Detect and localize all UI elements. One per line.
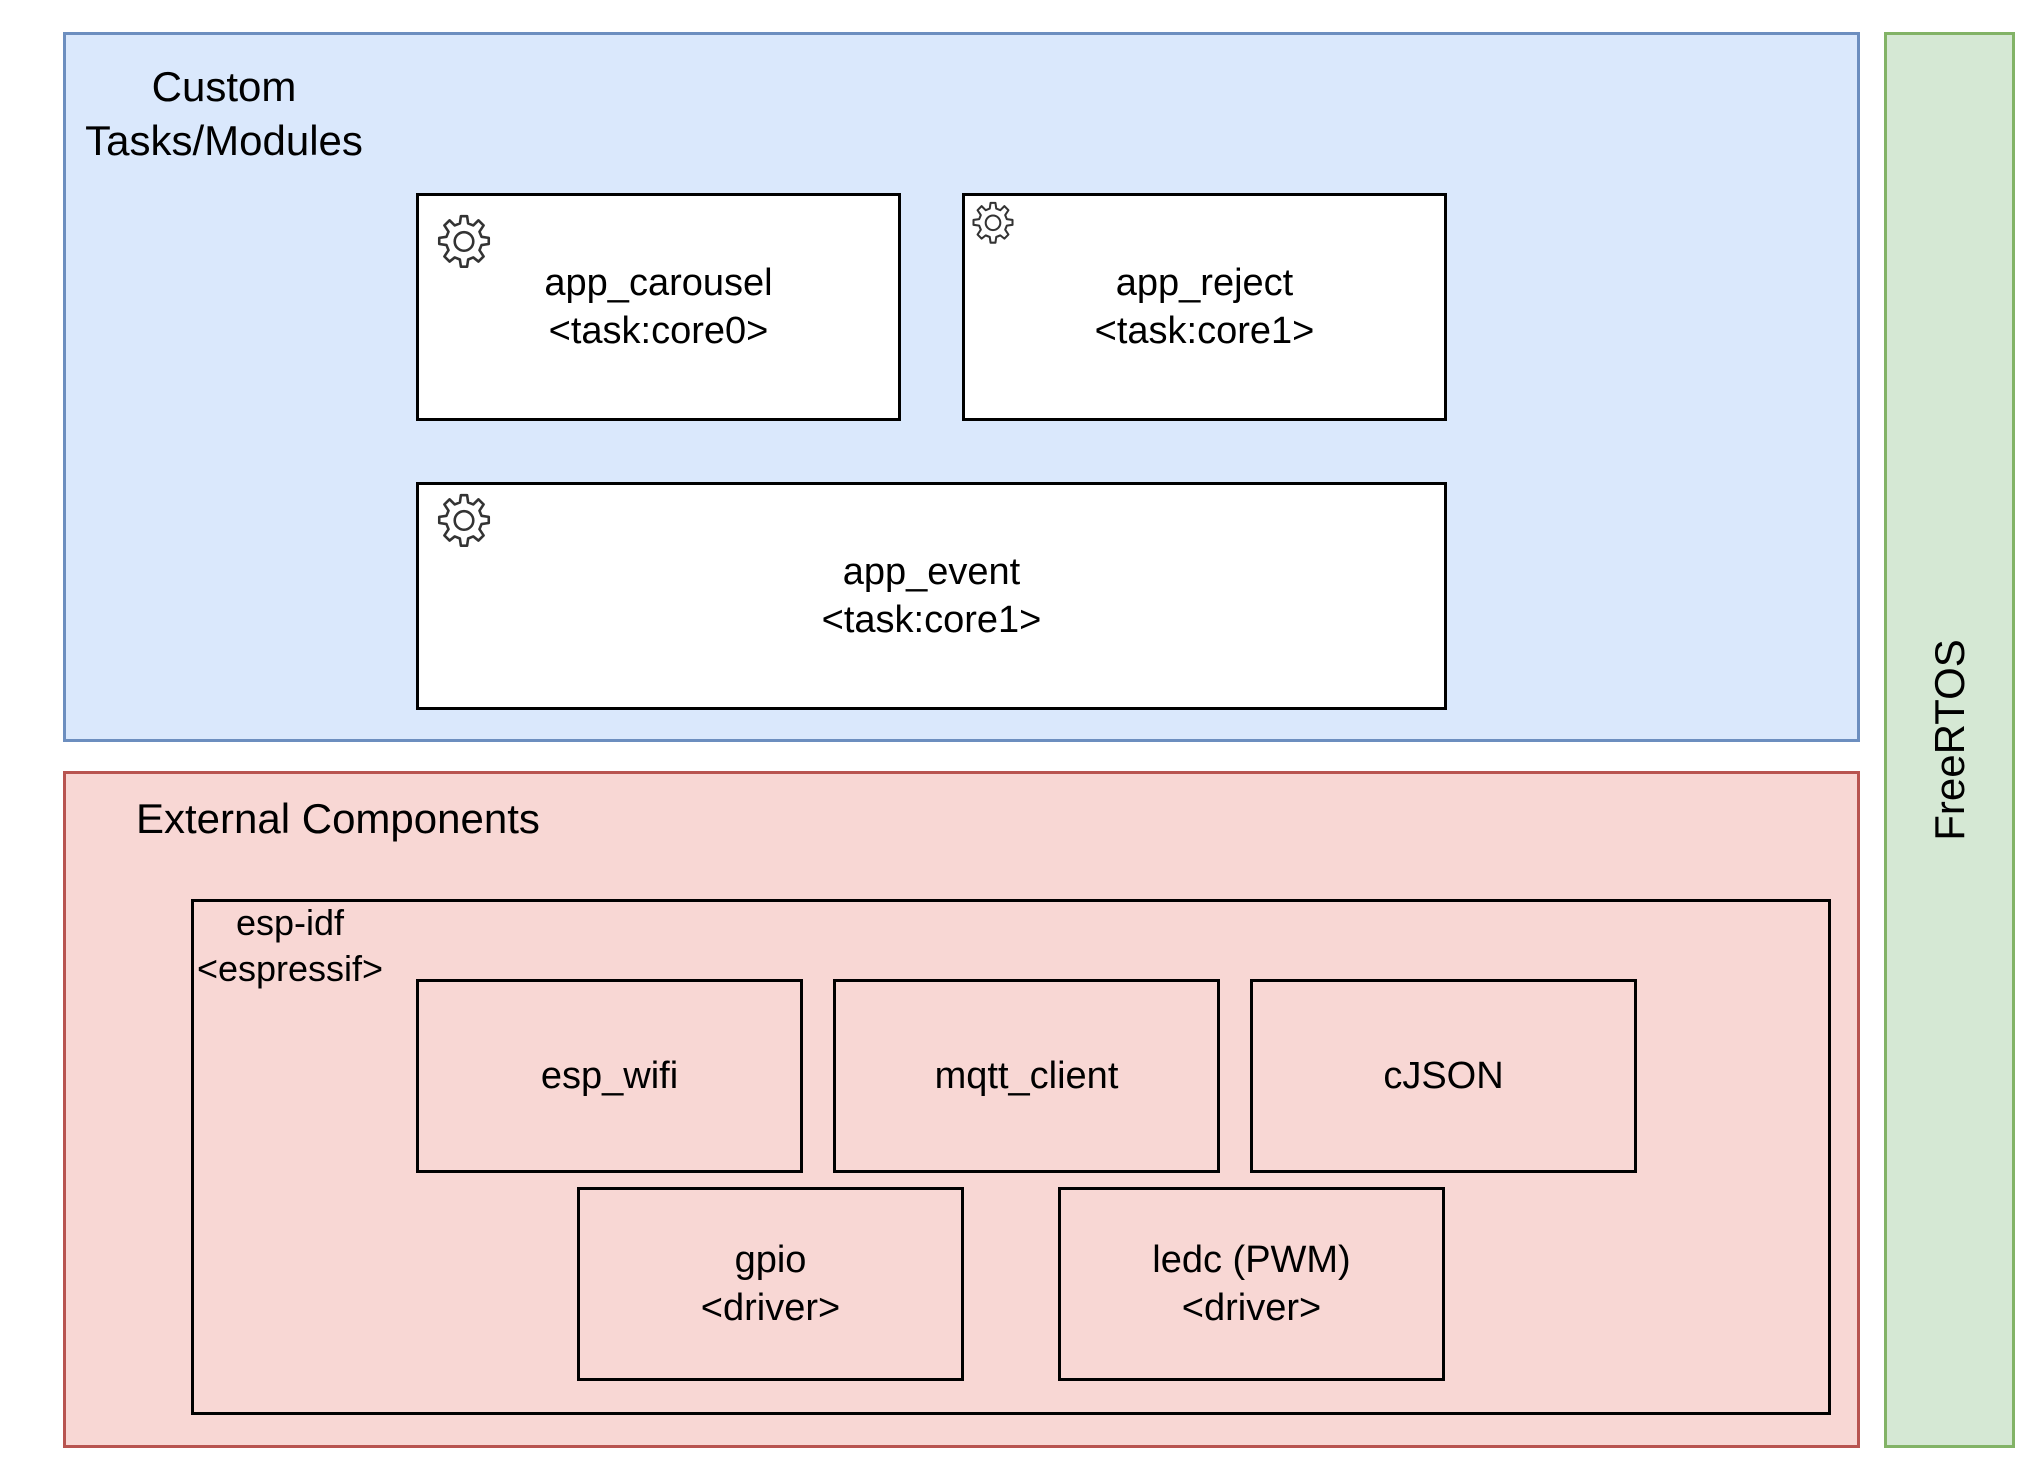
external-components-title: External Components xyxy=(136,795,540,842)
component-name: esp_wifi xyxy=(540,1055,679,1097)
component-box-mqtt-client: mqtt_client xyxy=(833,979,1220,1173)
task-box-app-carousel: app_carousel <task:core0> xyxy=(416,193,901,421)
gear-icon xyxy=(437,493,491,548)
component-detail: <driver> xyxy=(1181,1287,1322,1329)
esp-idf-vendor: <espressif> xyxy=(196,948,384,989)
task-detail: <task:core1> xyxy=(1094,310,1315,352)
esp-idf-label: esp-idf <espressif> xyxy=(185,900,395,992)
task-detail: <task:core1> xyxy=(821,599,1042,641)
esp-idf-name: esp-idf xyxy=(235,902,345,943)
custom-tasks-title-line2: Tasks/Modules xyxy=(85,117,363,164)
gear-icon xyxy=(972,201,1014,244)
task-box-app-event: app_event <task:core1> xyxy=(416,482,1447,710)
task-name: app_reject xyxy=(1115,262,1294,304)
task-box-app-reject: app_reject <task:core1> xyxy=(962,193,1447,421)
component-box-gpio: gpio <driver> xyxy=(577,1187,964,1381)
task-name: app_carousel xyxy=(544,262,773,304)
custom-tasks-title-line1: Custom xyxy=(151,63,297,110)
component-box-ledc: ledc (PWM) <driver> xyxy=(1058,1187,1445,1381)
gear-icon xyxy=(437,214,491,269)
task-detail: <task:core0> xyxy=(548,310,769,352)
component-name: mqtt_client xyxy=(934,1055,1119,1097)
component-name: ledc (PWM) xyxy=(1152,1239,1351,1281)
freertos-container: FreeRTOS xyxy=(1884,32,2015,1448)
component-box-cjson: cJSON xyxy=(1250,979,1637,1173)
component-detail: <driver> xyxy=(700,1287,841,1329)
custom-tasks-title: Custom Tasks/Modules xyxy=(76,60,372,168)
component-name: gpio xyxy=(734,1239,807,1281)
component-box-esp-wifi: esp_wifi xyxy=(416,979,803,1173)
task-name: app_event xyxy=(842,551,1021,593)
esp-idf-group xyxy=(191,899,1831,1415)
component-name: cJSON xyxy=(1383,1055,1504,1097)
freertos-label: FreeRTOS xyxy=(1925,639,1973,841)
